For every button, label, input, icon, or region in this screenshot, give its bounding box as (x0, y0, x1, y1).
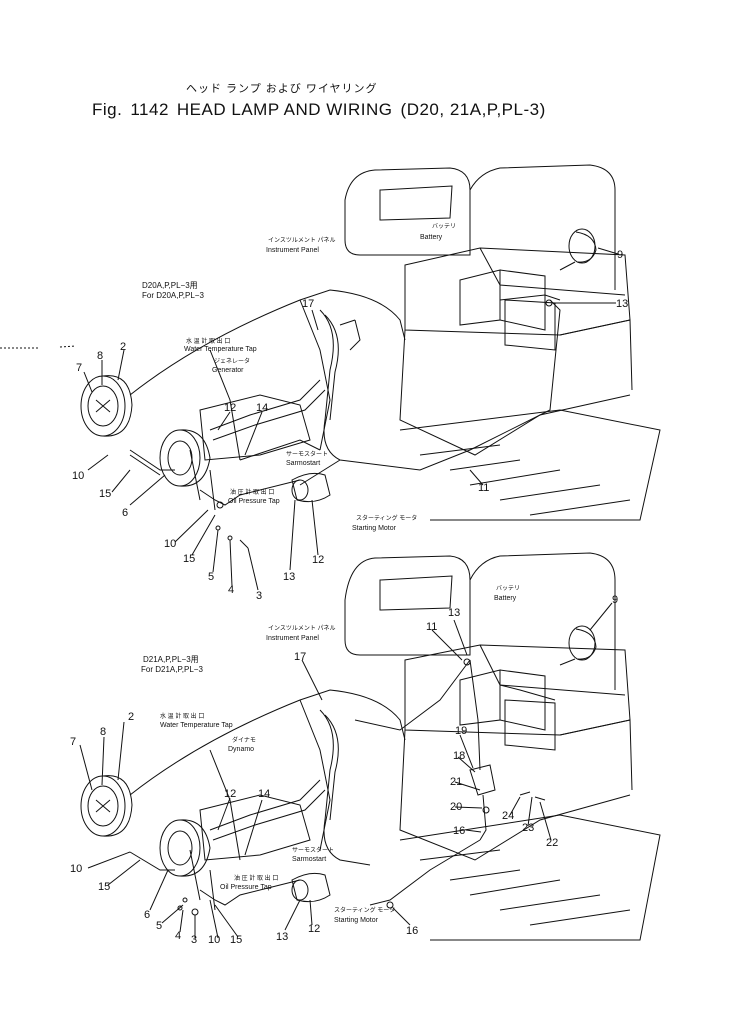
bottom-callout-21: 21 (450, 776, 462, 788)
top-callout-8: 8 (97, 350, 103, 362)
top-water-temp-label: Water Temperature Tap (184, 346, 257, 353)
top-callout-17: 17 (302, 298, 314, 310)
bottom-labels: D21A,P,PL−3用 For D21A,P,PL−3 インスツルメント パネ… (141, 585, 520, 924)
top-callout-5: 5 (208, 571, 214, 583)
bottom-callout-15b: 15 (230, 934, 242, 946)
top-variant-jp: D20A,P,PL−3用 (142, 281, 198, 290)
bottom-callout-4: 4 (175, 930, 181, 942)
bottom-instrument-panel-label: Instrument Panel (266, 635, 319, 642)
bottom-callout-12b: 12 (308, 923, 320, 935)
bottom-callouts: 17 13 11 9 2 8 7 12 14 19 18 21 20 16 24… (70, 594, 618, 946)
bottom-battery-jp: バッテリ (496, 585, 520, 592)
top-labels: D20A,P,PL−3用 For D20A,P,PL−3 インスツルメント パネ… (142, 223, 456, 532)
bottom-thermostart-jp: サーモスタート (292, 846, 334, 854)
bottom-callout-10b: 10 (208, 934, 220, 946)
bottom-callout-11: 11 (426, 621, 437, 633)
bottom-instrument-panel-jp: インスツルメント パネル (268, 625, 336, 632)
top-callout-13: 13 (616, 298, 628, 310)
bottom-variant-en: For D21A,P,PL−3 (141, 665, 203, 674)
top-oil-pressure-label: Oil Pressure Tap (228, 498, 280, 505)
top-starting-motor-jp: スターティング モータ (356, 514, 417, 522)
bottom-callout-16b: 16 (406, 925, 418, 937)
top-oil-pressure-jp: 油 圧 計 取 出 口 (230, 488, 274, 496)
top-callout-9: 9 (617, 249, 623, 261)
top-generator-jp: ジェネレータ (214, 357, 250, 365)
top-callout-15b: 15 (183, 553, 195, 565)
bottom-callout-9: 9 (612, 594, 618, 606)
bottom-callout-2: 2 (128, 711, 134, 723)
top-callout-12b: 12 (312, 554, 324, 566)
bottom-callout-22: 22 (546, 837, 558, 849)
bottom-callout-12: 12 (224, 788, 236, 800)
bottom-callout-24: 24 (502, 810, 514, 822)
bottom-callout-19: 19 (455, 725, 467, 737)
bottom-machine-drawing (80, 552, 661, 941)
bottom-callout-14: 14 (258, 788, 270, 800)
bottom-callout-17: 17 (294, 651, 306, 663)
bottom-callout-6: 6 (144, 909, 150, 921)
leader-lines (79, 247, 619, 939)
bottom-dynamo-label: Dynamo (228, 746, 254, 753)
top-thermostart-jp: サーモスタート (286, 450, 328, 458)
top-callout-10a: 10 (72, 470, 84, 482)
top-water-temp-jp: 水 温 計 取 出 口 (186, 337, 230, 345)
top-generator-label: Generator (212, 367, 244, 374)
bottom-oil-pressure-jp: 油 圧 計 取 出 口 (234, 874, 278, 882)
bottom-callout-7: 7 (70, 736, 76, 748)
bottom-battery-label: Battery (494, 595, 517, 602)
top-callout-2: 2 (120, 341, 126, 353)
top-callout-6: 6 (122, 507, 128, 519)
figure-prefix: Fig. (92, 100, 123, 119)
top-battery-jp: バッテリ (432, 223, 456, 230)
bottom-oil-pressure-label: Oil Pressure Tap (220, 884, 272, 891)
bottom-callout-10a: 10 (70, 863, 82, 875)
bottom-callout-15a: 15 (98, 881, 110, 893)
header-japanese-subtitle: ヘッド ランプ および ワイヤリング (186, 83, 378, 95)
bottom-callout-8: 8 (100, 726, 106, 738)
bottom-callout-23: 23 (522, 822, 534, 834)
figure-number: 1142 (130, 100, 169, 119)
top-thermostart-label: Sarmostart (286, 460, 320, 467)
top-callout-14: 14 (256, 402, 268, 414)
bottom-dynamo-jp: ダイナモ (232, 736, 256, 744)
bottom-callout-16a: 16 (453, 825, 465, 837)
bottom-callout-18: 18 (453, 750, 465, 762)
top-callout-10b: 10 (164, 538, 176, 550)
figure-title: Fig. 1142 HEAD LAMP AND WIRING (D20, 21A,P,… (92, 100, 554, 120)
top-callout-11: 11 (478, 482, 489, 494)
bottom-callout-5: 5 (156, 920, 162, 932)
top-instrument-panel-jp: インスツルメント パネル (268, 237, 336, 244)
top-starting-motor-label: Starting Motor (352, 525, 397, 532)
figure-models: (D20, 21A,P,PL-3) (400, 100, 546, 119)
top-callouts: 17 9 13 2 8 7 12 14 11 10 15 6 10 15 5 4… (72, 249, 628, 602)
top-machine-drawing (0, 164, 661, 549)
bottom-starting-motor-label: Starting Motor (334, 917, 379, 924)
bottom-callout-13b: 13 (276, 931, 288, 943)
top-callout-15a: 15 (99, 488, 111, 500)
top-battery-label: Battery (420, 234, 443, 241)
bottom-water-temp-label: Water Temperature Tap (160, 722, 233, 729)
top-variant-en: For D20A,P,PL−3 (142, 291, 204, 300)
bottom-water-temp-jp: 水 温 計 取 出 口 (160, 712, 204, 720)
bottom-starting-motor-jp: スターティング モータ (334, 906, 395, 914)
top-callout-3: 3 (256, 590, 262, 602)
bottom-callout-3: 3 (191, 934, 197, 946)
top-instrument-panel-label: Instrument Panel (266, 247, 319, 254)
top-callout-13b: 13 (283, 571, 295, 583)
bottom-callout-20: 20 (450, 801, 462, 813)
figure-heading: HEAD LAMP AND WIRING (176, 100, 393, 119)
top-callout-12: 12 (224, 402, 236, 414)
top-callout-7: 7 (76, 362, 82, 374)
bottom-variant-jp: D21A,P,PL−3用 (143, 655, 199, 664)
bottom-callout-13: 13 (448, 607, 460, 619)
bottom-thermostart-label: Sarmostart (292, 856, 326, 863)
top-callout-4: 4 (228, 584, 234, 596)
